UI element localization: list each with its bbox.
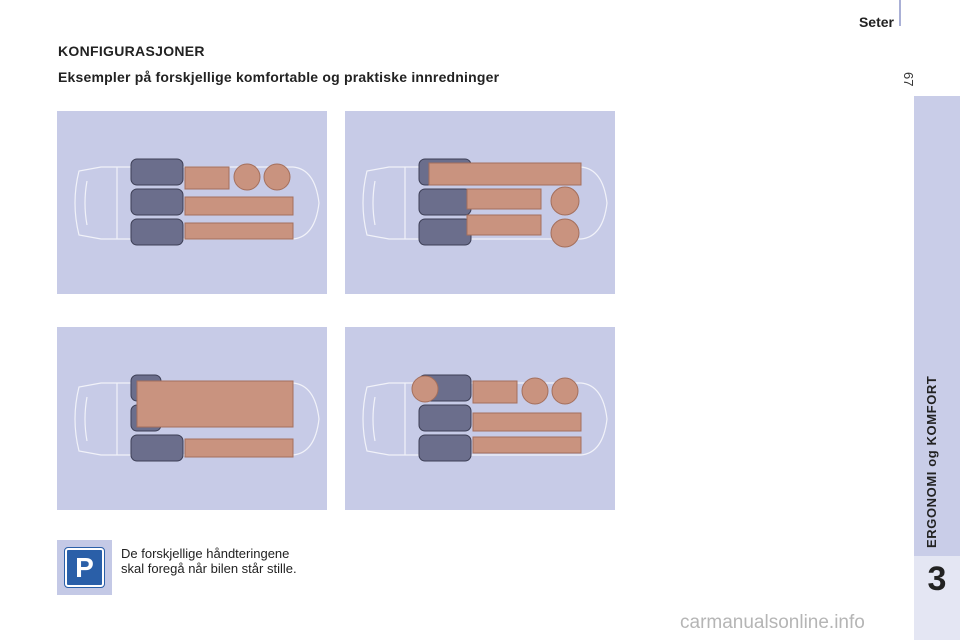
header-divider xyxy=(899,0,901,26)
configuration-diagram-4 xyxy=(345,327,615,510)
watermark: carmanualsonline.info xyxy=(680,612,865,633)
configuration-diagram-1 xyxy=(57,111,327,294)
configuration-diagram-2 xyxy=(345,111,615,294)
chapter-sidebar xyxy=(914,96,960,640)
parking-note-box: P xyxy=(57,540,112,595)
note-line-2: skal foregå når bilen står stille. xyxy=(121,561,297,576)
note-line-1: De forskjellige håndteringene xyxy=(121,546,290,561)
chapter-number-tab xyxy=(914,556,960,640)
section-subtitle: Eksempler på forskjellige komfortable og… xyxy=(58,69,500,85)
section-title: KONFIGURASJONER xyxy=(58,43,205,59)
note-text: De forskjellige håndteringene skal foreg… xyxy=(121,546,341,576)
page-number: 67 xyxy=(901,72,916,87)
parking-p-icon: P xyxy=(64,547,105,588)
chapter-number: 3 xyxy=(927,560,947,598)
chapter-title: ERGONOMI og KOMFORT xyxy=(924,375,939,548)
section-label: Seter xyxy=(858,14,894,30)
configuration-diagram-3 xyxy=(57,327,327,510)
